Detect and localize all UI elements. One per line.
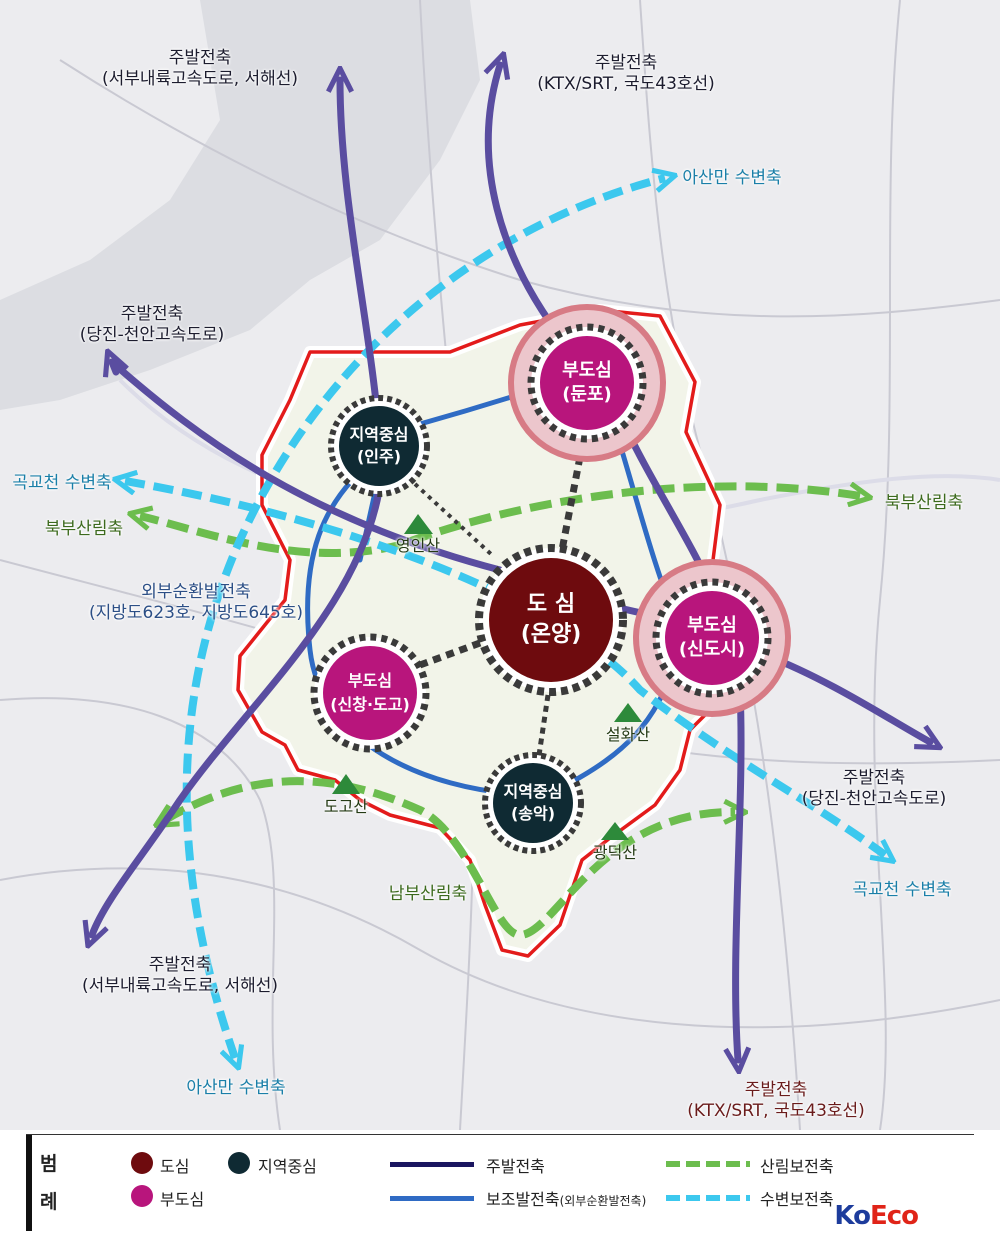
sub-newcity-label: 부도심 (신도시) [679, 614, 745, 662]
legend-forest-axis-text: 산림보전축 [760, 1157, 834, 1176]
regional-inju-label: 지역중심 (인주) [350, 424, 409, 468]
label-main-e-mid: 주발전축 (당진-천안고속도로) [802, 768, 947, 810]
main-e-mid-line1: 주발전축 [842, 768, 906, 788]
main-sw-bot-line2: (서부내륙고속도로, 서해선) [81, 976, 279, 996]
legend-aux-axis-swatch [390, 1196, 474, 1201]
label-peak-dogo: 도고산 [323, 797, 369, 816]
legend-sub-text: 부도심 [160, 1190, 205, 1209]
legend-bar [26, 1135, 32, 1231]
label-peak-seolhwa: 설화산 [605, 725, 651, 744]
main-nw-top-line1: 주발전축 [168, 48, 232, 68]
legend-main-axis-swatch [390, 1162, 474, 1167]
outer-ring-line2: (지방도623호, 지방도645호) [88, 603, 304, 623]
logo-part2: Eco [869, 1201, 919, 1231]
main-n-top-line2: (KTX/SRT, 국도43호선) [537, 74, 715, 94]
koeco-logo: KoEco [834, 1201, 919, 1231]
label-water-asan-bot: 아산만 수변축 [186, 1078, 286, 1098]
label-main-w-mid: 주발전축 (당진-천안고속도로) [80, 304, 225, 346]
label-main-nw-top: 주발전축 (서부내륙고속도로, 서해선) [102, 48, 298, 90]
peak-icon-seolhwa [614, 703, 642, 722]
label-water-asan-top: 아산만 수변축 [682, 168, 782, 188]
label-outer-ring: 외부순환발전축 (지방도623호, 지방도645호) [89, 582, 303, 624]
sub-sinchang-line2: (신창·도고) [330, 695, 410, 714]
main-nw-top-line2: (서부내륙고속도로, 서해선) [101, 69, 299, 89]
label-forest-south: 남부산림축 [388, 884, 468, 904]
node-links [413, 456, 584, 763]
legend-aux-axis-label: 보조발전축 [486, 1190, 560, 1209]
sub-dunpo-label: 부도심 (둔포) [562, 359, 612, 407]
map-canvas [0, 0, 1000, 1130]
legend-sub-icon [131, 1185, 153, 1207]
peak-icon-dogo [332, 774, 360, 794]
legend-center-icon [131, 1152, 153, 1174]
legend-regional-icon [228, 1152, 250, 1174]
label-peak-yeongin: 영인산 [395, 536, 441, 555]
legend-regional-text: 지역중심 [258, 1157, 317, 1176]
legend-aux-axis-note: (외부순환발전축) [559, 1194, 647, 1208]
main-sw-bot-line1: 주발전축 [148, 955, 212, 975]
logo-part1: Ko [834, 1201, 871, 1231]
regional-songak-line2: (송악) [510, 804, 556, 823]
legend-water-axis-swatch [666, 1195, 750, 1201]
center-onyang-line2: (온양) [520, 622, 582, 647]
center-onyang-label: 도 심 (온양) [521, 590, 582, 650]
main-s-bot-line2: (KTX/SRT, 국도43호선) [687, 1101, 865, 1121]
main-s-bot-line1: 주발전축 [744, 1080, 808, 1100]
sub-dunpo-line1: 부도심 [562, 360, 612, 381]
legend-forest-axis-swatch [666, 1161, 750, 1167]
center-onyang-line1: 도 심 [526, 592, 576, 617]
main-n-top-line1: 주발전축 [594, 53, 658, 73]
node-sub-newcity[interactable] [652, 578, 772, 698]
regional-inju-line1: 지역중심 [349, 425, 409, 444]
label-main-s-bot: 주발전축 (KTX/SRT, 국도43호선) [687, 1080, 865, 1122]
label-forest-north-e: 북부산림축 [884, 493, 964, 513]
label-water-gokgyo-e: 곡교천 수변축 [852, 880, 952, 900]
main-w-mid-line2: (당진-천안고속도로) [79, 325, 225, 345]
main-e-mid-line2: (당진-천안고속도로) [801, 789, 947, 809]
sub-dunpo-line2: (둔포) [562, 384, 612, 405]
legend-title-1: 범 [40, 1153, 58, 1175]
legend-water-axis-text: 수변보전축 [760, 1190, 834, 1209]
label-main-sw-bot: 주발전축 (서부내륙고속도로, 서해선) [82, 955, 278, 997]
legend-main-axis-text: 주발전축 [486, 1157, 545, 1176]
outer-ring-line1: 외부순환발전축 [141, 582, 251, 602]
regional-songak-label: 지역중심 (송악) [504, 781, 563, 825]
node-regional-inju[interactable] [328, 395, 430, 497]
label-main-n-top: 주발전축 (KTX/SRT, 국도43호선) [537, 53, 715, 95]
sub-sinchang-line1: 부도심 [347, 671, 393, 690]
label-peak-gwangdeok: 광덕산 [592, 843, 638, 862]
regional-inju-line2: (인주) [356, 447, 402, 466]
label-forest-north-w: 북부산림축 [44, 519, 124, 539]
main-w-mid-line1: 주발전축 [120, 304, 184, 324]
peak-icon-yeongin [404, 514, 433, 534]
sub-newcity-line1: 부도심 [687, 615, 737, 636]
node-sub-sinchang[interactable] [310, 633, 430, 753]
legend-center-text: 도심 [160, 1157, 190, 1176]
legend: 범 례 도심 지역중심 부도심 주발전축 보조발전축(외부순환발전축) 산림보전… [26, 1134, 974, 1231]
peak-icon-gwangdeok [601, 822, 629, 840]
legend-aux-axis-text: 보조발전축(외부순환발전축) [486, 1186, 646, 1210]
water-axis-gokgyo [125, 481, 885, 855]
sub-sinchang-label: 부도심 (신창·도고) [330, 669, 410, 717]
legend-title-2: 례 [40, 1191, 58, 1213]
label-water-gokgyo-w: 곡교천 수변축 [12, 473, 112, 493]
regional-songak-line1: 지역중심 [503, 782, 563, 801]
node-sub-dunpo[interactable] [527, 323, 647, 443]
node-regional-songak[interactable] [482, 752, 584, 854]
sub-newcity-line2: (신도시) [678, 639, 746, 660]
node-center-onyang[interactable] [475, 544, 627, 696]
